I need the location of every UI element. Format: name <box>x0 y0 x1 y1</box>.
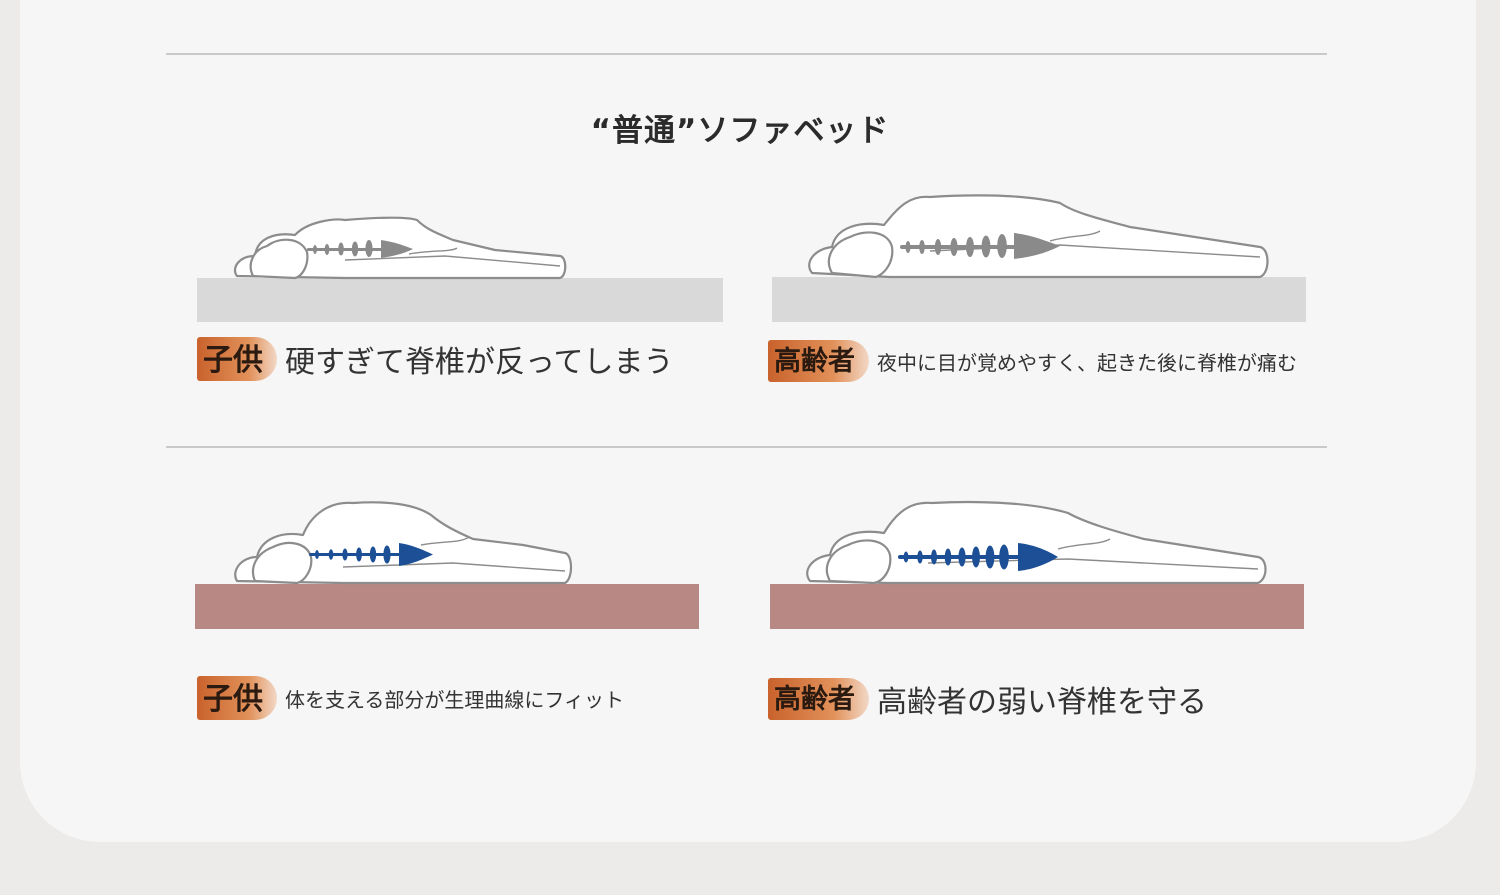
gray-spine <box>307 240 413 258</box>
child-support-mattress-illustration <box>195 501 699 629</box>
gray-mattress <box>772 277 1306 322</box>
pink-mattress <box>195 584 699 629</box>
gray-mattress <box>197 278 723 322</box>
top-divider <box>166 53 1327 55</box>
caption-text: 体を支える部分が生理曲線にフィット <box>285 687 624 712</box>
elderly-hard-mattress-illustration <box>772 194 1306 322</box>
elderly-tag: 高齢者 <box>768 678 869 720</box>
caption-text: 高齢者の弱い脊椎を守る <box>877 685 1207 720</box>
gray-spine <box>900 233 1060 259</box>
caption-elderly-hard: 高齢者 夜中に目が覚めやすく、起きた後に脊椎が痛む <box>768 340 1297 382</box>
blue-spine <box>898 543 1058 571</box>
elderly-support-mattress-illustration <box>770 500 1304 629</box>
elderly-body-outline <box>808 194 1269 279</box>
caption-child-hard: 子供 硬すぎて脊椎が反ってしまう <box>197 337 674 381</box>
child-hard-mattress-illustration <box>197 216 723 322</box>
child-tag: 子供 <box>197 337 277 381</box>
pink-mattress <box>770 584 1304 629</box>
middle-divider <box>166 446 1327 448</box>
caption-text: 硬すぎて脊椎が反ってしまう <box>285 345 674 380</box>
child-tag: 子供 <box>197 676 277 720</box>
section-title: “普通”ソファベッド <box>590 113 890 149</box>
caption-text: 夜中に目が覚めやすく、起きた後に脊椎が痛む <box>877 350 1297 375</box>
elderly-body-outline <box>806 500 1267 585</box>
blue-spine <box>309 543 433 566</box>
child-body-folds <box>344 247 561 267</box>
caption-elderly-support: 高齢者 高齢者の弱い脊椎を守る <box>768 677 1207 721</box>
child-body-outline <box>234 501 573 585</box>
elderly-tag: 高齢者 <box>768 340 869 382</box>
child-body-folds <box>342 536 566 572</box>
caption-child-support: 子供 体を支える部分が生理曲線にフィット <box>197 676 624 720</box>
